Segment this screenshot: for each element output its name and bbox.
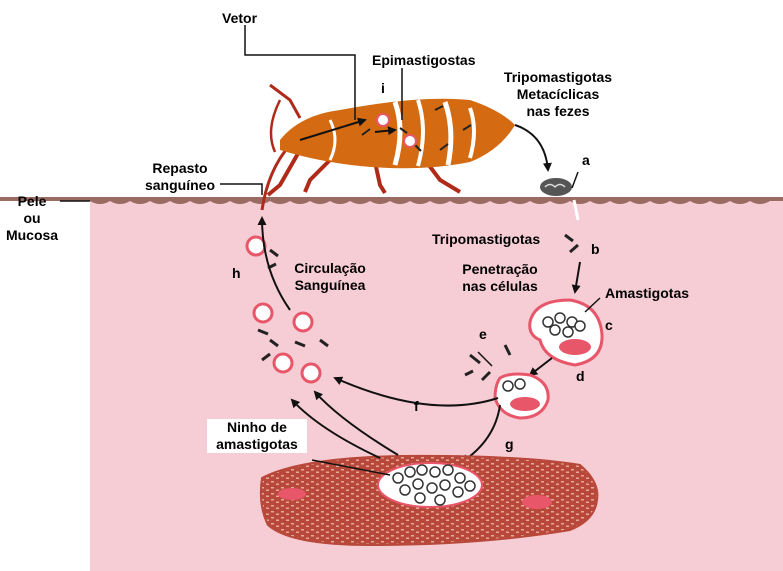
step-i: i (381, 80, 385, 96)
step-g: g (505, 436, 514, 452)
nest-label: Ninho de amastigotas (207, 419, 307, 453)
step-e: e (479, 326, 487, 342)
step-c: c (605, 317, 613, 333)
vector-label: Vetor (222, 10, 257, 27)
cell-penetration-label: Penetração nas células (455, 261, 545, 295)
triatomine-bug (262, 85, 515, 210)
step-a: a (582, 152, 590, 168)
amastigotes-label: Amastigotas (605, 285, 689, 302)
trypomastigotes-label: Tripomastigotas (432, 231, 540, 248)
step-h: h (232, 265, 241, 281)
blood-meal-label: Repasto sanguíneo (140, 160, 220, 194)
step-b: b (591, 241, 600, 257)
epimastigotes-label: Epimastigostas (372, 52, 475, 69)
metacyclic-label: Tripomastigotas Metacíclicas nas fezes (488, 69, 628, 120)
skin-label: Pele ou Mucosa (2, 193, 62, 244)
step-f: f (414, 398, 419, 414)
step-d: d (576, 368, 585, 384)
circulation-label: Circulação Sanguínea (285, 260, 375, 294)
